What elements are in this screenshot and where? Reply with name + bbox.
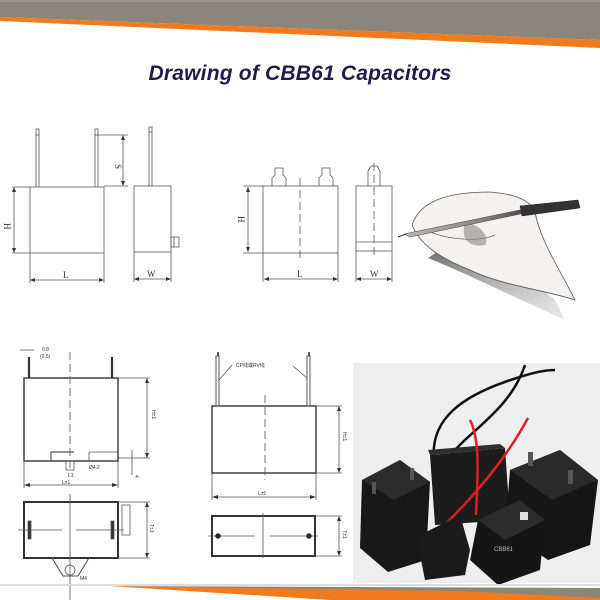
label-h-pcb-a: H±1 <box>150 410 156 419</box>
capacitor-left <box>360 460 430 572</box>
drawing-terminal-side <box>355 163 393 282</box>
label-l-pcb-b: L±1 <box>258 491 267 497</box>
label-h: H <box>2 223 12 230</box>
product-label: CBB61 <box>494 547 514 553</box>
drawing-pcb-a-top <box>18 494 150 600</box>
label-t-pcb-b: T±1 <box>341 530 347 539</box>
label-l-terminal: L <box>297 269 303 279</box>
label-slot: L1 <box>68 473 74 479</box>
label-h-terminal: H <box>236 216 246 223</box>
label-pin-bottom: (0.5) <box>40 354 51 360</box>
drawing-terminal-front <box>243 167 339 282</box>
bottom-band-orange <box>110 586 600 600</box>
hand-shadow <box>428 250 565 320</box>
capacitor-back <box>428 444 510 525</box>
drawing-pcb-a-front <box>20 349 150 488</box>
label-w: W <box>147 269 156 279</box>
top-band-orange <box>0 17 600 48</box>
label-pin-top: 0.8 <box>42 347 49 353</box>
drawing-wire-lead-side <box>133 126 180 282</box>
capacitor-front-small <box>420 515 470 580</box>
label-w-terminal: W <box>370 269 379 279</box>
label-h-pcb-b: H±1 <box>341 432 347 441</box>
capacitor-front: CBB61 <box>470 500 545 585</box>
label-tab-offset: 4 <box>133 475 139 478</box>
drawing-pcb-b-front <box>211 352 342 500</box>
label-l-pcb-a: L±1 <box>62 480 71 486</box>
label-callout: CP线或RV线 <box>236 362 265 369</box>
label-l: L <box>63 270 69 280</box>
label-s: S <box>113 164 123 169</box>
drawing-pcb-b-top <box>208 513 342 558</box>
top-band <box>0 0 600 48</box>
top-band-gray <box>0 0 600 40</box>
drawing-wire-lead-front <box>12 128 128 283</box>
label-screw: M4 <box>80 576 87 582</box>
page-title: Drawing of CBB61 Capacitors <box>148 62 452 85</box>
label-t-pcb-a: T±1 <box>148 524 154 533</box>
hand <box>411 191 576 301</box>
label-hole: Ø4.2 <box>89 465 100 471</box>
